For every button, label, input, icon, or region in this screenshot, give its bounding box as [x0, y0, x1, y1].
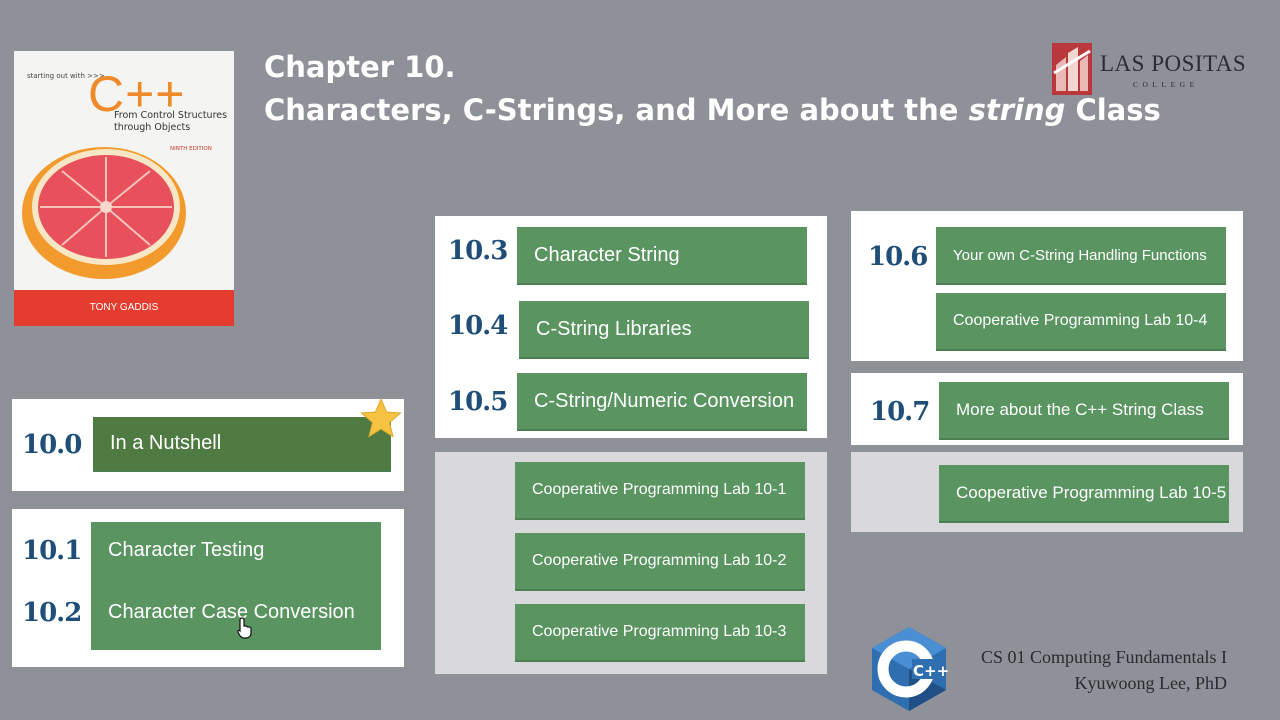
section-label: Character String	[534, 243, 680, 266]
book-subtitle: From Control Structures through Objects	[114, 110, 228, 133]
section-number-10-1: 10.1	[22, 536, 82, 566]
section-label: Your own C-String Handling Functions	[953, 246, 1207, 264]
title-line-2-pre: Characters, C-Strings, and More about th…	[264, 93, 969, 127]
panel-nutshell: 10.0 In a Nutshell	[12, 399, 404, 491]
section-button-character-case-conversion[interactable]: Character Case Conversion	[108, 601, 355, 623]
section-number-10-7: 10.7	[870, 397, 930, 427]
textbook-cover: starting out with >>> C++ From Control S…	[14, 51, 234, 326]
section-number-10-5: 10.5	[448, 387, 508, 417]
title-line-2-post: Class	[1065, 93, 1161, 127]
lab-button-10-2[interactable]: Cooperative Programming Lab 10-2	[515, 533, 805, 591]
lab-button-10-3[interactable]: Cooperative Programming Lab 10-3	[515, 604, 805, 662]
cpp-logo-text: C++	[913, 662, 949, 680]
instructor-name: Kyuwoong Lee, PhD	[1074, 673, 1227, 693]
logo-sub: COLLEGE	[1133, 80, 1199, 89]
grapefruit-image	[22, 147, 186, 279]
cpp-logo-icon: C++	[872, 627, 949, 711]
lab-label: Cooperative Programming Lab 10-2	[532, 552, 787, 569]
panel-string-class: 10.7 More about the C++ String Class	[851, 373, 1243, 445]
page-title: Chapter 10. Characters, C-Strings, and M…	[264, 46, 1161, 132]
lab-label: Cooperative Programming Lab 10-4	[953, 312, 1208, 329]
panel-own-functions: 10.6 Your own C-String Handling Function…	[851, 211, 1243, 361]
title-line-2-em: string	[968, 93, 1066, 127]
section-button-c-string-numeric-conversion[interactable]: C-String/Numeric Conversion	[517, 373, 807, 431]
section-label: In a Nutshell	[110, 432, 222, 454]
section-button-own-c-string-functions[interactable]: Your own C-String Handling Functions	[936, 227, 1226, 285]
section-label: C-String Libraries	[536, 317, 692, 340]
book-edition: NINTH EDITION	[170, 146, 212, 152]
lab-button-10-1[interactable]: Cooperative Programming Lab 10-1	[515, 462, 805, 520]
section-number-10-6: 10.6	[868, 242, 928, 272]
panel-labs-1-3: Cooperative Programming Lab 10-1 Coopera…	[435, 452, 827, 674]
section-button-in-a-nutshell[interactable]: In a Nutshell	[93, 417, 391, 472]
lab-button-10-5[interactable]: Cooperative Programming Lab 10-5	[939, 465, 1229, 523]
section-tile-group: Character Testing Character Case Convers…	[91, 522, 381, 650]
section-button-character-string[interactable]: Character String	[517, 227, 807, 285]
section-label: C-String/Numeric Conversion	[534, 389, 795, 412]
las-positas-logo-icon	[1052, 43, 1092, 95]
star-icon	[360, 398, 402, 438]
section-button-cpp-string-class[interactable]: More about the C++ String Class	[939, 382, 1229, 440]
section-label: More about the C++ String Class	[956, 400, 1204, 419]
panel-character: 10.1 10.2 Character Testing Character Ca…	[12, 509, 404, 667]
section-number-10-2: 10.2	[22, 598, 82, 628]
section-button-c-string-libraries[interactable]: C-String Libraries	[519, 301, 809, 359]
lab-label: Cooperative Programming Lab 10-3	[532, 623, 787, 640]
lab-label: Cooperative Programming Lab 10-5	[956, 483, 1227, 502]
book-author: TONY GADDIS	[14, 290, 234, 326]
section-number-10-4: 10.4	[448, 311, 508, 341]
hand-cursor-icon	[237, 617, 252, 639]
logo-name: LAS POSITAS	[1100, 51, 1247, 76]
lab-button-10-4[interactable]: Cooperative Programming Lab 10-4	[936, 293, 1226, 351]
panel-lab-5: Cooperative Programming Lab 10-5	[851, 452, 1243, 532]
title-line-1: Chapter 10.	[264, 50, 456, 84]
lab-label: Cooperative Programming Lab 10-1	[532, 481, 787, 498]
book-kicker: starting out with >>>	[27, 72, 105, 80]
section-number-10-3: 10.3	[448, 236, 508, 266]
section-button-character-testing[interactable]: Character Testing	[108, 539, 265, 561]
section-number-10-0: 10.0	[22, 430, 82, 460]
title-line-2: Characters, C-Strings, and More about th…	[264, 89, 1161, 132]
course-name: CS 01 Computing Fundamentals I	[980, 647, 1227, 667]
book-big-title: C++	[88, 66, 186, 122]
panel-c-strings: 10.3 Character String 10.4 C-String Libr…	[435, 216, 827, 438]
